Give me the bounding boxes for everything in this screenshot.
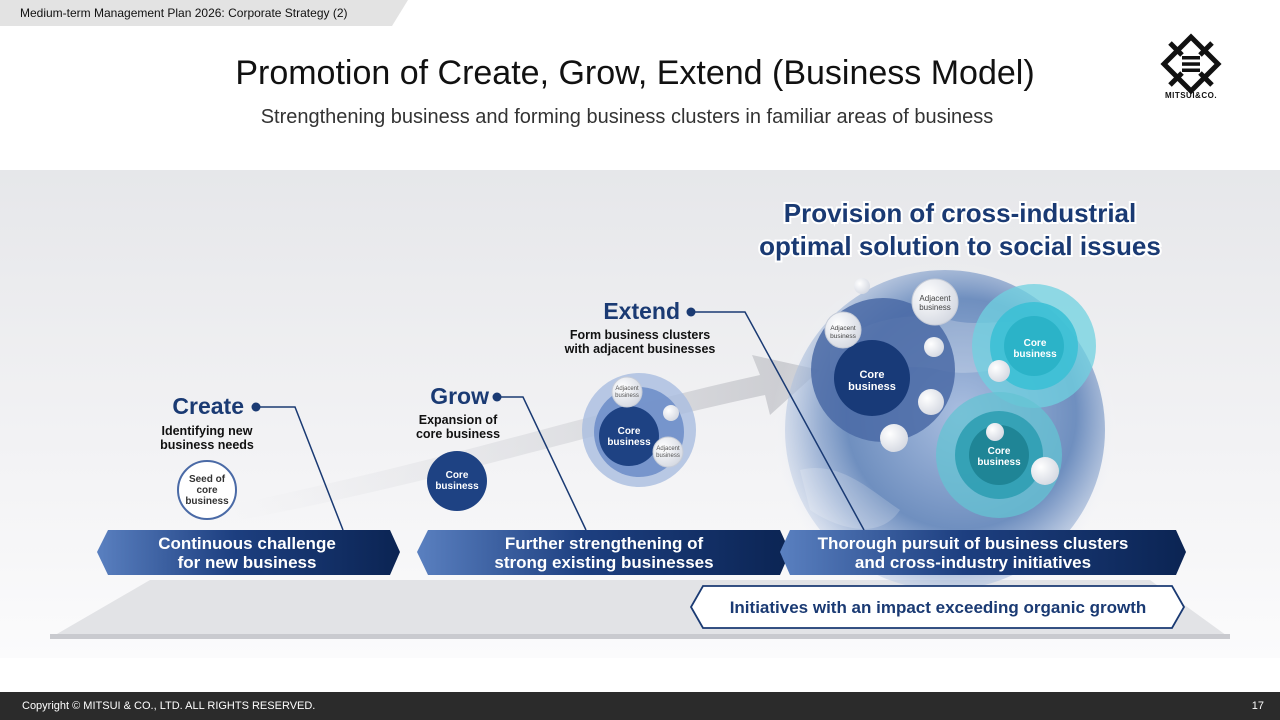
banner-3-line-2: and cross-industry initiatives <box>855 553 1091 572</box>
globe-teal2-label-1: Core <box>988 446 1011 457</box>
mitsui-logo-icon <box>1160 33 1222 95</box>
globe-small-bubble <box>854 278 870 294</box>
banner-further-strengthening <box>417 530 790 575</box>
globe-adjacent-label-2a: Adjacent <box>830 325 855 332</box>
globe-core-label-2: business <box>848 381 896 393</box>
create-seed-label-2: core <box>196 485 218 496</box>
extend-adjacent-label-1a: Adjacent <box>615 386 639 392</box>
globe-teal-label-1: Core <box>1024 338 1047 349</box>
logo-wordmark: MITSUI&CO. <box>1164 91 1218 100</box>
globe-small-bubble <box>880 424 908 452</box>
globe-small-bubble <box>986 423 1004 441</box>
create-desc-1: Identifying new <box>162 424 253 438</box>
globe-teal-core-node <box>1004 316 1064 376</box>
grow-leader-line <box>497 396 587 531</box>
globe-core-label-1: Core <box>859 369 884 381</box>
extend-core-label-1: Core <box>618 426 641 437</box>
banner-thorough-pursuit <box>780 530 1186 575</box>
extend-small-bubble <box>663 405 679 421</box>
footer-bar: Copyright © MITSUI & CO., LTD. ALL RIGHT… <box>0 692 1280 720</box>
grow-stage-label: Grow <box>430 383 489 409</box>
extend-adjacent-bubble-2 <box>652 436 684 468</box>
grow-core-label-2: business <box>435 481 479 492</box>
globe-teal-label-2: business <box>1013 349 1057 360</box>
create-seed-node <box>177 460 237 520</box>
create-leader-line <box>256 406 344 531</box>
grow-core-node <box>427 451 487 511</box>
extend-adjacent-label-2a: Adjacent <box>656 446 680 452</box>
banner-4-label: Initiatives with an impact exceeding org… <box>730 598 1147 617</box>
globe-small-bubble <box>988 360 1010 382</box>
footer-copyright: Copyright © MITSUI & CO., LTD. ALL RIGHT… <box>22 700 316 712</box>
section-tab <box>0 0 408 26</box>
globe-adjacent-label-1b: business <box>919 303 951 312</box>
globe-small-bubble <box>924 337 944 357</box>
create-desc-2: business needs <box>160 438 254 452</box>
page-title: Promotion of Create, Grow, Extend (Busin… <box>235 54 1035 92</box>
extend-adjacent-label-1b: business <box>615 393 639 399</box>
business-model-diagram: Core business Core business Core busines… <box>0 170 1280 658</box>
page-subtitle: Strengthening business and forming busin… <box>260 106 994 128</box>
extend-leader-line <box>691 311 865 531</box>
section-tab-label: Medium-term Management Plan 2026: Corpor… <box>20 6 348 20</box>
globe-adjacent-bubble-1 <box>911 278 959 326</box>
extend-stage-label: Extend <box>603 298 680 324</box>
globe-teal2-core-node <box>969 425 1029 485</box>
banner-3-line-1: Thorough pursuit of business clusters <box>818 534 1129 553</box>
extend-core-label-2: business <box>607 437 651 448</box>
bottom-strip <box>0 658 1280 692</box>
globe-small-bubble <box>918 389 944 415</box>
globe-adjacent-bubble-2 <box>824 311 862 349</box>
globe-teal2-label-2: business <box>977 457 1021 468</box>
banner-impact-exceeding <box>689 585 1186 629</box>
banner-2-line-2: strong existing businesses <box>494 553 713 572</box>
headline-line-2: optimal solution to social issues <box>759 231 1161 261</box>
grow-core-label-1: Core <box>446 470 469 481</box>
extend-adjacent-label-2b: business <box>656 453 680 459</box>
globe-adjacent-label-1a: Adjacent <box>919 294 951 303</box>
headline-line-1: Provision of cross-industrial <box>784 198 1137 228</box>
banner-continuous-challenge <box>97 530 400 575</box>
create-stage-label: Create <box>172 393 244 419</box>
grow-desc-1: Expansion of <box>419 413 498 427</box>
globe-core-node <box>834 340 910 416</box>
banner-1-line-2: for new business <box>178 553 317 572</box>
extend-core-node <box>599 406 659 466</box>
page-number: 17 <box>1251 700 1264 712</box>
grow-desc-2: core business <box>416 427 500 441</box>
banner-1-line-1: Continuous challenge <box>158 534 336 553</box>
create-seed-label-1: Seed of <box>189 474 226 485</box>
globe-adjacent-label-2b: business <box>830 333 856 340</box>
banner-2-line-1: Further strengthening of <box>505 534 704 553</box>
extend-desc-2: with adjacent businesses <box>564 342 716 356</box>
create-seed-label-3: business <box>185 496 229 507</box>
globe-small-bubble <box>1031 457 1059 485</box>
extend-adjacent-bubble-1 <box>611 376 643 408</box>
extend-desc-1: Form business clusters <box>570 328 710 342</box>
